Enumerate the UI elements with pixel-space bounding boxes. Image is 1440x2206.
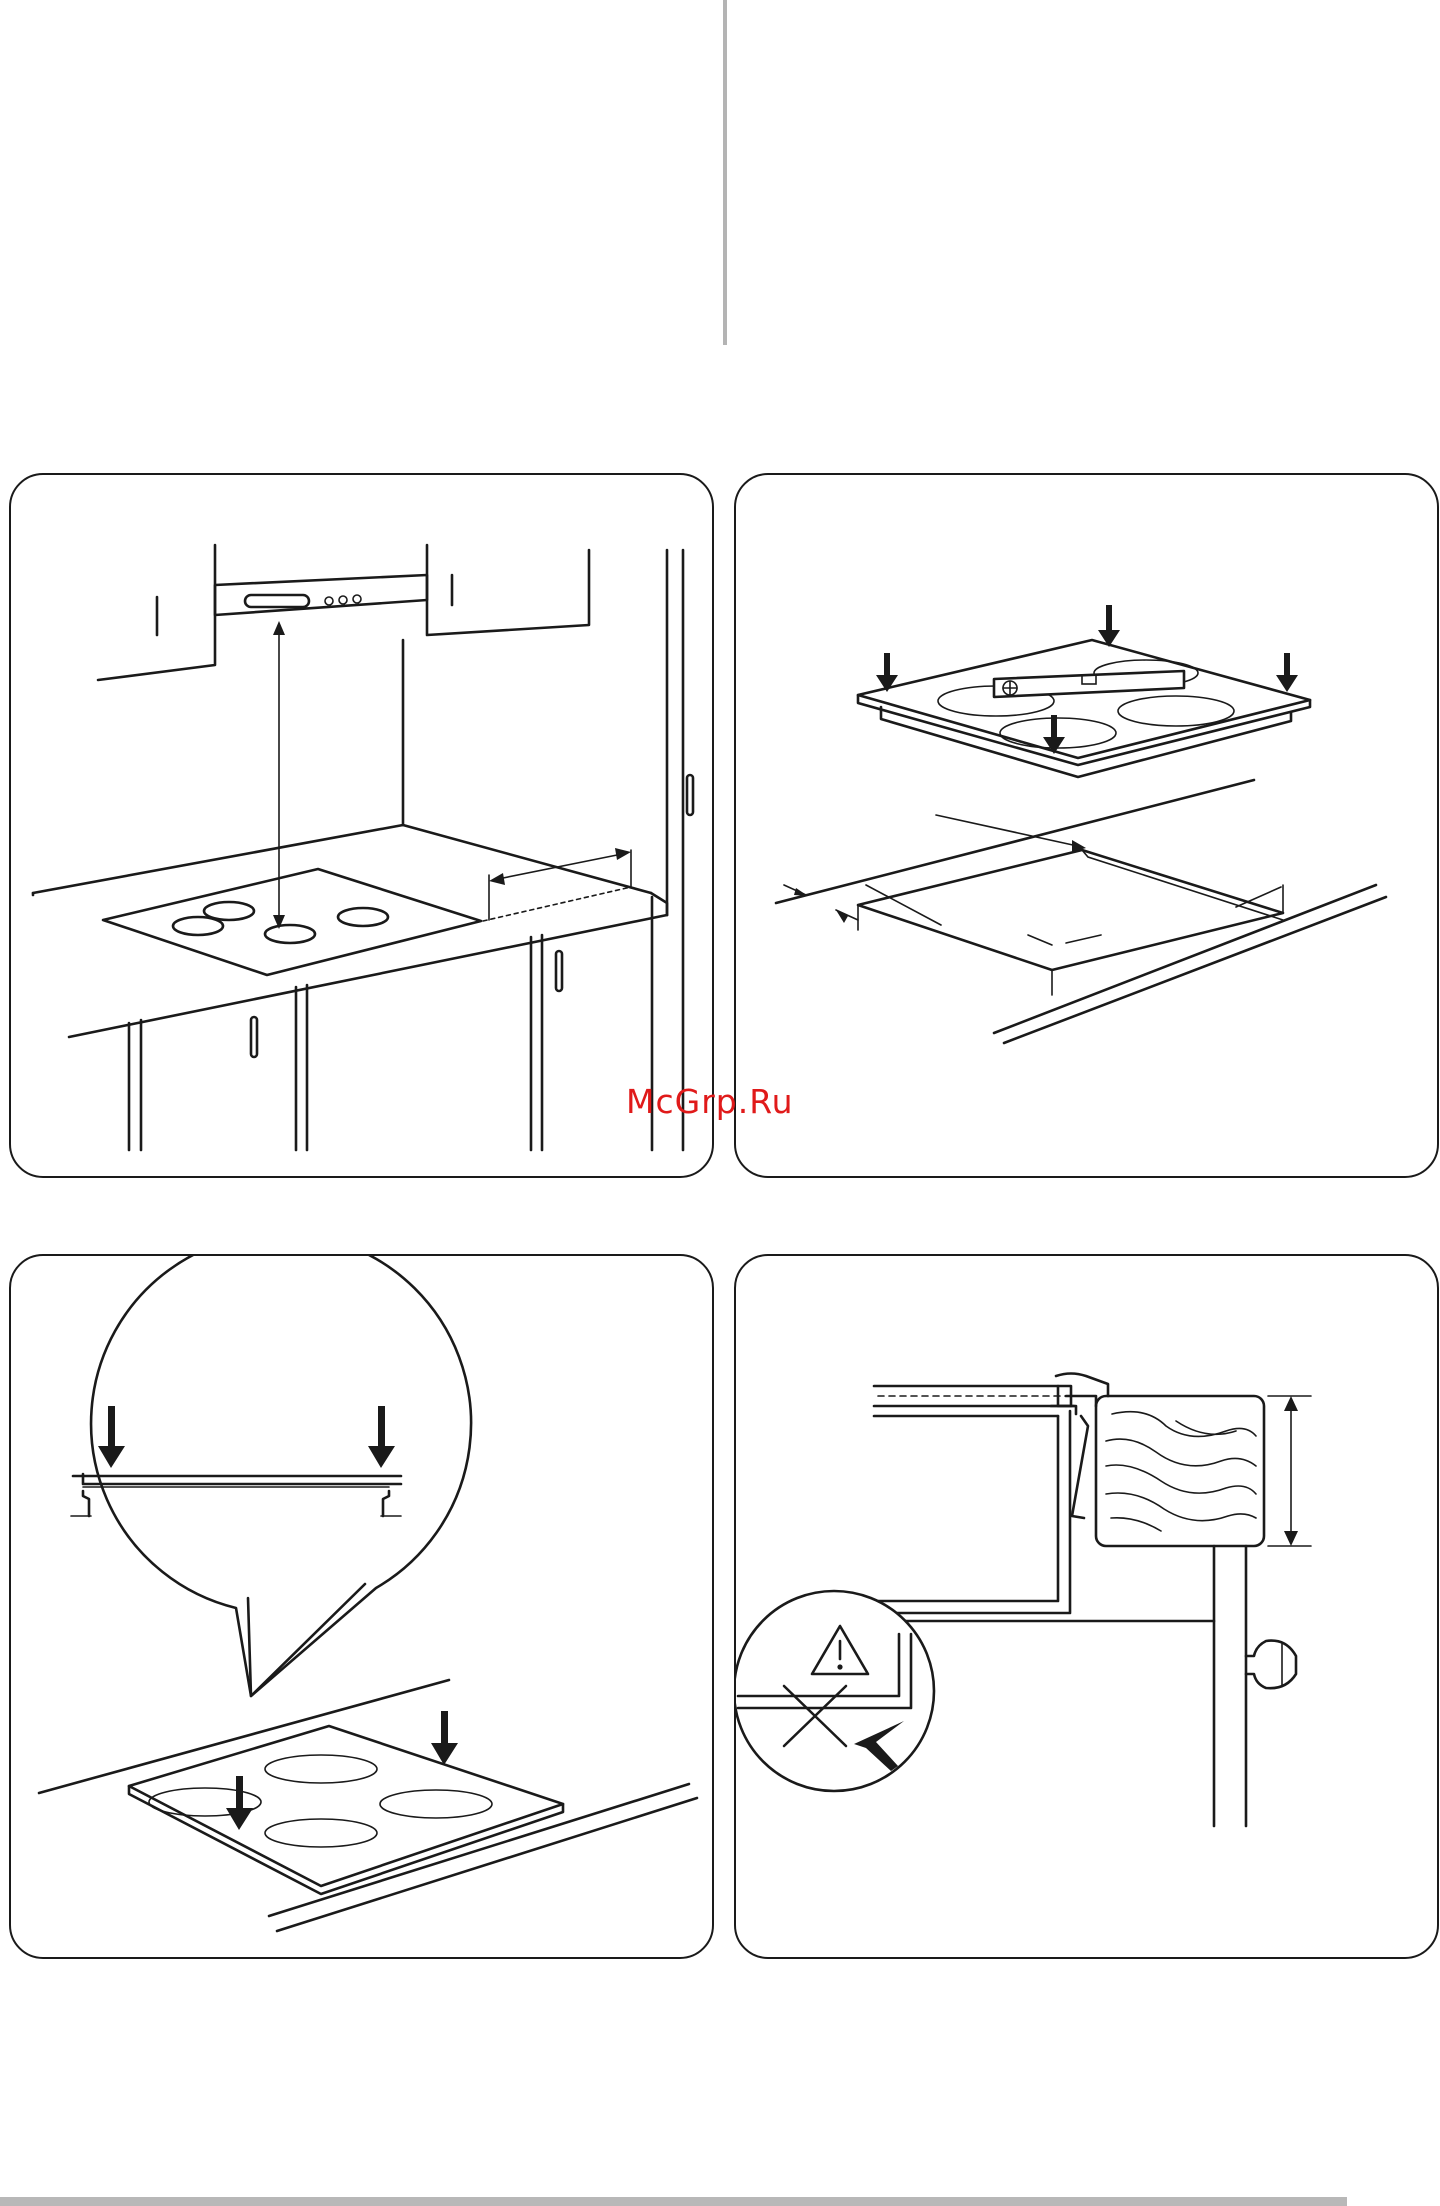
figure-worktop-section [734, 1254, 1439, 1959]
page-footer-bar [0, 2197, 1347, 2206]
watermark-text: McGrp.Ru [626, 1082, 794, 1121]
figure-cutout-dimensions [734, 473, 1439, 1178]
column-divider [723, 0, 727, 345]
cooker-hood-clearance-illustration [11, 475, 714, 1178]
hob-cutout-dimensions-illustration [736, 475, 1439, 1178]
hob-insertion-press-down-illustration [11, 1256, 714, 1959]
worktop-cross-section-warning-illustration [736, 1256, 1439, 1959]
figure-hood-clearance [9, 473, 714, 1178]
figure-hob-insertion [9, 1254, 714, 1959]
